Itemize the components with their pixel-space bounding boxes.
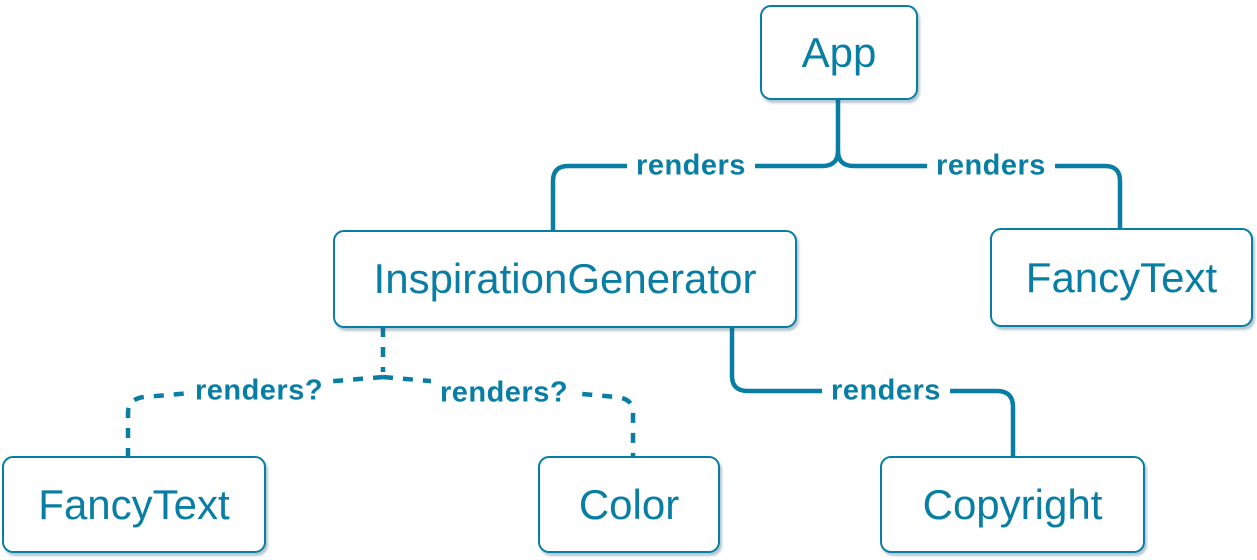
node-color-label: Color [578,480,680,528]
node-inspiration-generator-label: InspirationGenerator [373,255,757,302]
edge-label-renders-right: renders [927,149,1055,183]
node-inspiration-generator: InspirationGenerator [333,230,797,328]
edge-label-renders-left: renders [627,149,755,183]
edge-label-renders-middle: renders [822,374,950,408]
edge-label-renders-question-right: renders? [430,376,578,410]
node-app-label: App [801,28,877,76]
node-fancy-text-bottom: FancyText [2,456,266,553]
node-app: App [760,5,918,100]
edge-inspirationgenerator-to-fancytext-dashed [125,327,386,457]
edge-app-to-fancytext [835,150,1123,229]
node-fancy-text-top: FancyText [990,228,1253,327]
edge-label-renders-question-left: renders? [185,374,333,408]
node-fancy-text-top-label: FancyText [1025,253,1218,301]
node-fancy-text-bottom-label: FancyText [38,480,230,528]
node-color: Color [538,456,720,553]
node-copyright-label: Copyright [922,480,1103,528]
node-copyright: Copyright [880,456,1145,553]
edge-inspirationgenerator-to-color-dashed [382,374,636,457]
